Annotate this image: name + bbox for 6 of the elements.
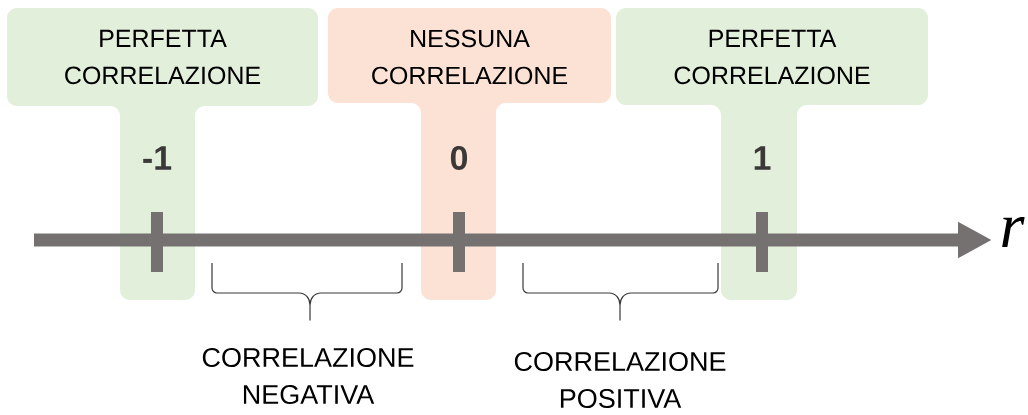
axis-label: r <box>1002 216 1025 248</box>
range-label: CORRELAZIONE POSITIVA <box>514 351 726 409</box>
callout-box: NESSUNA CORRELAZIONE 0 <box>328 8 611 300</box>
callout-box: PERFETTA CORRELAZIONE 1 <box>616 8 928 300</box>
callout-box: PERFETTA CORRELAZIONE -1 <box>7 8 318 300</box>
range-label: CORRELAZIONE NEGATIVA <box>202 347 414 405</box>
